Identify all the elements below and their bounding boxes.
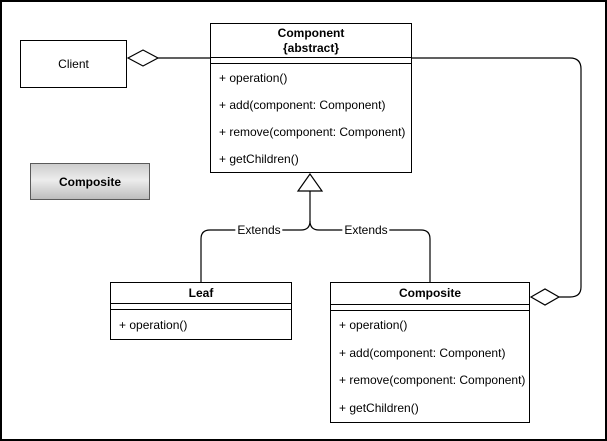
leaf-attributes-compartment xyxy=(111,304,291,310)
composite-extends-line xyxy=(309,220,431,282)
component-method: + add(component: Component) xyxy=(219,97,386,112)
leaf-extends-label: Extends xyxy=(235,223,283,237)
composite-method: + remove(component: Component) xyxy=(339,373,526,388)
composite-aggregation-diamond-icon xyxy=(529,288,561,306)
composite-methods-compartment: + operation() + add(component: Component… xyxy=(331,311,529,422)
component-title: Component xyxy=(277,25,345,40)
leaf-title: Leaf xyxy=(188,285,214,300)
leaf-methods-compartment: + operation() xyxy=(111,310,291,339)
node-composite-label: Composite xyxy=(30,163,150,200)
composite-title-compartment: Composite xyxy=(331,283,529,305)
class-composite: Composite + operation() + add(component:… xyxy=(330,282,530,423)
component-attributes-compartment xyxy=(211,58,411,64)
class-component: Component {abstract} + operation() + add… xyxy=(210,23,412,173)
inheritance-triangle-icon xyxy=(296,172,324,192)
composite-extends-label: Extends xyxy=(342,223,390,237)
node-client: Client xyxy=(20,40,127,88)
component-stereotype: {abstract} xyxy=(282,40,340,55)
leaf-method: + operation() xyxy=(119,317,188,332)
component-methods-compartment: + operation() + add(component: Component… xyxy=(211,64,411,172)
component-method: + remove(component: Component) xyxy=(219,124,406,139)
composite-method: + getChildren() xyxy=(339,401,419,416)
composite-attributes-compartment xyxy=(331,305,529,311)
leaf-extends-line xyxy=(200,220,311,282)
composite-title: Composite xyxy=(398,286,461,300)
composite-method: + add(component: Component) xyxy=(339,345,506,360)
composite-component-aggregation-line xyxy=(412,57,582,298)
component-method: + getChildren() xyxy=(219,151,299,166)
component-method: + operation() xyxy=(219,70,288,85)
leaf-title-compartment: Leaf xyxy=(111,283,291,304)
client-title: Client xyxy=(58,57,89,71)
class-leaf: Leaf + operation() xyxy=(110,282,292,340)
client-aggregation-diamond-icon xyxy=(126,49,160,67)
composite-label-title: Composite xyxy=(58,174,121,189)
composite-method: + operation() xyxy=(339,317,408,332)
component-title-compartment: Component {abstract} xyxy=(211,24,411,58)
